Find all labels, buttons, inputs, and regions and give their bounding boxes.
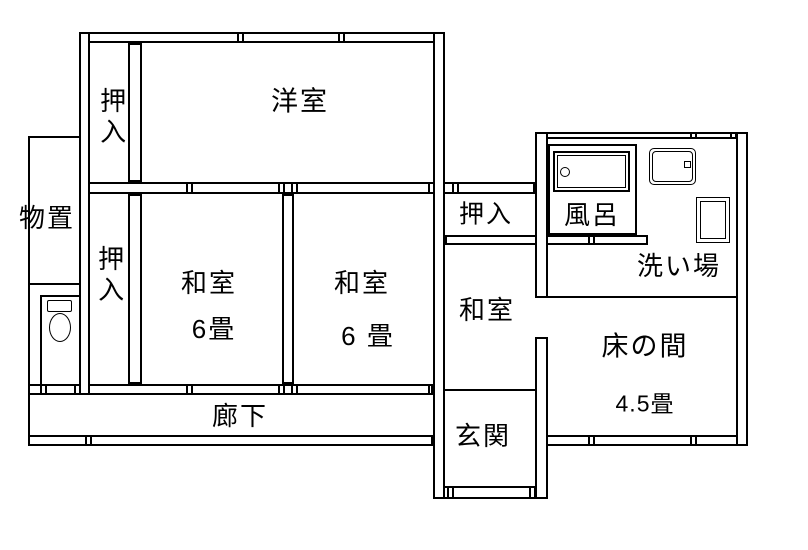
opening-tick	[428, 384, 435, 395]
room-label-furo: 風呂	[563, 200, 621, 230]
wall-toilet-left	[40, 295, 42, 384]
wall-top	[79, 32, 445, 43]
wall-center-column-left	[433, 32, 445, 499]
room-label-washitsu-left: 和室	[180, 268, 238, 298]
wall-center-column-right-lower	[535, 337, 548, 499]
room-size-tokonoma: 4.5畳	[615, 390, 675, 417]
opening-tick	[186, 182, 193, 194]
wall-toilet-top	[40, 295, 79, 297]
room-label-yoshitsu: 洋室	[271, 86, 329, 117]
opening-tick	[588, 435, 595, 446]
opening-tick	[237, 32, 244, 43]
wall-tokonoma-top	[548, 296, 736, 298]
room-label-tokonoma: 床の間	[601, 331, 689, 362]
shower-tray-inner-rim	[652, 151, 693, 182]
wall-yoshitsu-bottom	[79, 182, 535, 194]
room-size-washitsu-left: 6畳	[191, 314, 237, 344]
toilet-tank-icon	[47, 300, 72, 312]
room-label-oshiire-top-left: 押入	[96, 87, 127, 149]
opening-tick	[85, 435, 92, 446]
wall-tokonoma-bottom	[535, 435, 748, 446]
room-label-araiba: 洗い場	[636, 251, 722, 281]
wall-monooki-bottom	[28, 283, 79, 285]
opening-tick	[291, 384, 298, 395]
opening-tick	[447, 486, 454, 499]
opening-tick	[278, 182, 285, 194]
wall-center-column-right-upper	[535, 132, 548, 298]
opening-tick	[278, 384, 285, 395]
room-label-rouka: 廊下	[211, 401, 269, 431]
opening-tick	[40, 384, 47, 395]
wall-right-block-top	[535, 132, 748, 139]
room-label-washitsu-center: 和室	[458, 295, 516, 325]
opening-tick	[338, 32, 345, 43]
opening-tick	[452, 182, 459, 194]
room-label-oshiire-center: 押入	[458, 200, 514, 229]
room-label-washitsu-right: 和室	[333, 268, 391, 298]
wall-washitsu-divider	[282, 194, 294, 384]
opening-tick	[690, 132, 697, 139]
opening-tick	[186, 384, 193, 395]
room-label-genkan: 玄関	[454, 421, 512, 451]
genkan-step-line	[445, 389, 535, 391]
wall-annex-left	[28, 136, 30, 446]
opening-tick	[428, 182, 435, 194]
toilet-bowl-icon	[49, 313, 71, 342]
opening-tick	[529, 486, 536, 499]
bathtub-inner-rim	[557, 155, 626, 188]
shower-drain-icon	[684, 161, 691, 168]
opening-tick	[74, 384, 81, 395]
water-heater-inner-rim	[700, 201, 726, 239]
wall-oshiire-divider-mid	[128, 194, 142, 384]
wall-oshiire-divider-top	[128, 43, 142, 182]
wall-monooki-top	[28, 136, 79, 138]
bathtub-drain-icon	[560, 167, 570, 177]
opening-tick	[690, 435, 697, 446]
wall-left-main	[79, 32, 90, 395]
room-label-oshiire-mid-left: 押入	[94, 245, 125, 307]
opening-tick	[588, 235, 595, 245]
opening-tick	[291, 182, 298, 194]
room-size-washitsu-right: 6 畳	[341, 321, 395, 351]
opening-tick	[730, 132, 737, 139]
room-label-monooki: 物置	[18, 203, 76, 233]
wall-right-outer	[736, 132, 748, 446]
